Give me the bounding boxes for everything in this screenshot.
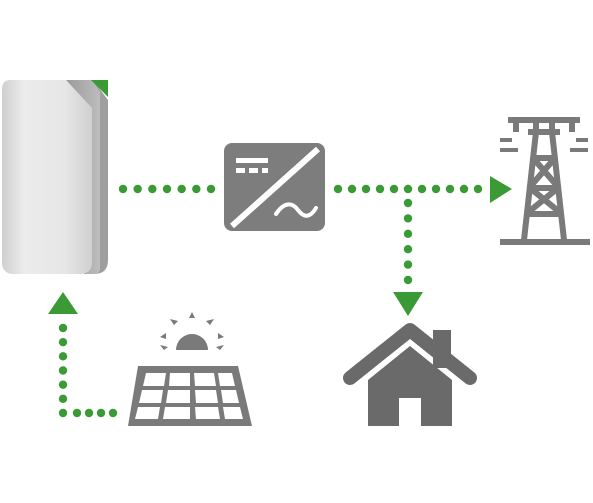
flow-dot	[133, 184, 142, 194]
sun-icon	[160, 312, 224, 350]
flow-dot	[333, 184, 343, 194]
flow-dot	[108, 408, 118, 418]
flow-dot	[206, 184, 216, 194]
flow-dot	[58, 366, 68, 375]
flow-dot	[347, 184, 357, 194]
flow-dot	[148, 184, 157, 194]
flow-lines	[58, 184, 483, 418]
flow-dot	[58, 380, 68, 389]
flow-dot	[403, 198, 413, 208]
flow-dot	[58, 394, 68, 404]
flow-dot	[84, 408, 94, 418]
flow-dot	[361, 184, 371, 194]
flow-dot	[162, 184, 172, 194]
arrow-to-house	[393, 292, 423, 316]
flow-dot	[473, 184, 483, 194]
solar-panel-icon	[128, 312, 252, 426]
inverter-divider	[229, 146, 321, 229]
flow-dot	[403, 229, 413, 238]
flow-dot	[58, 352, 68, 361]
arrow-to-battery	[48, 292, 78, 314]
inverter-dc-ac-icon	[224, 143, 325, 231]
flow-dot	[389, 184, 399, 194]
flow-inverter-to-grid	[333, 184, 483, 194]
flow-dot	[58, 337, 68, 347]
flow-dot	[403, 184, 413, 194]
flow-dot	[58, 408, 68, 418]
flow-inverter-to-house	[403, 198, 413, 285]
solar-panel-cells	[135, 373, 243, 419]
dc-symbol-dash-3	[262, 168, 268, 173]
flow-dot	[403, 245, 413, 254]
battery-green-corner	[91, 80, 108, 97]
ac-wave-symbol	[274, 202, 318, 218]
flow-dot	[58, 323, 68, 333]
dc-symbol-top	[236, 158, 268, 163]
dc-symbol-dash-2	[249, 168, 258, 173]
flow-battery-to-inverter	[118, 184, 216, 194]
flow-dot	[72, 408, 82, 418]
battery-body	[2, 80, 92, 274]
flow-dot	[192, 184, 201, 194]
battery-storage-icon	[2, 80, 108, 274]
flow-solar-to-battery	[58, 323, 118, 418]
house-icon	[343, 323, 477, 426]
door	[399, 398, 421, 426]
flow-dot	[96, 408, 106, 418]
flow-dot	[403, 214, 413, 223]
roof	[343, 323, 477, 385]
flow-dot	[431, 184, 441, 194]
flow-dot	[375, 184, 385, 194]
flow-dot	[177, 184, 186, 194]
dc-symbol-dash-1	[236, 168, 245, 173]
arrow-to-grid	[490, 176, 512, 203]
flow-dot	[445, 184, 455, 194]
flow-dot	[118, 184, 128, 194]
house-body	[368, 346, 452, 426]
flow-dot	[403, 275, 413, 285]
transmission-tower-icon	[500, 117, 590, 245]
flow-dot	[417, 184, 427, 194]
flow-dot	[459, 184, 469, 194]
flow-dot	[403, 260, 413, 269]
